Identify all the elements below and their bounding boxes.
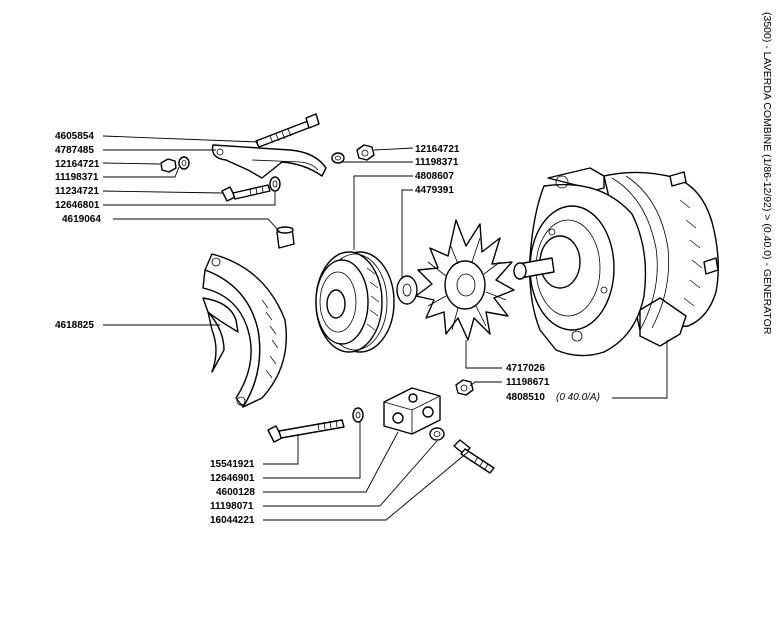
- label-4605854[interactable]: 4605854: [55, 131, 94, 142]
- spacer-4619064: [276, 226, 295, 249]
- label-4717026[interactable]: 4717026: [506, 363, 545, 374]
- label-11198371-right[interactable]: 11198371: [415, 157, 459, 168]
- washer-11198071: [429, 427, 445, 441]
- washer-4479391: [396, 275, 418, 305]
- nut-11198671: [455, 379, 474, 396]
- tension-bracket-4787485: [211, 144, 327, 179]
- label-16044221[interactable]: 16044221: [210, 515, 255, 526]
- label-4618825[interactable]: 4618825: [55, 320, 94, 331]
- label-11234721[interactable]: 11234721: [55, 186, 99, 197]
- label-15541921[interactable]: 15541921: [210, 459, 255, 470]
- label-4479391[interactable]: 4479391: [415, 185, 454, 196]
- label-4808607[interactable]: 4808607: [415, 171, 454, 182]
- label-12164721-left[interactable]: 12164721: [55, 159, 100, 170]
- long-bolt-4605854: [255, 113, 320, 148]
- bolt-11234721: [221, 184, 271, 202]
- label-12164721-right[interactable]: 12164721: [415, 144, 460, 155]
- label-12646801[interactable]: 12646801: [55, 200, 100, 211]
- diagram-title: (3500) - LAVERDA COMBINE (1/86-12/92) > …: [761, 12, 773, 335]
- bolt-16044221: [453, 439, 495, 474]
- label-4600128[interactable]: 4600128: [216, 487, 255, 498]
- pulley-4808607: [315, 251, 395, 353]
- washer-12646901: [352, 407, 364, 423]
- fan-4717026: [415, 219, 515, 341]
- label-12646901[interactable]: 12646901: [210, 473, 255, 484]
- nut-washer-right: [331, 144, 375, 164]
- bolt-15541921: [267, 419, 345, 443]
- mounting-block-4600128: [383, 387, 441, 435]
- fan-shroud-4618825: [202, 253, 288, 408]
- label-11198071[interactable]: 11198071: [210, 501, 254, 512]
- nut-washer-left: [160, 156, 190, 173]
- washer-12646801: [269, 176, 281, 192]
- label-4619064[interactable]: 4619064: [62, 214, 101, 225]
- alternator-4808510: [513, 167, 719, 357]
- label-4808510-note: (0 40.0/A): [556, 392, 600, 403]
- label-4787485[interactable]: 4787485: [55, 145, 94, 156]
- leader-lines: [102, 135, 668, 521]
- label-11198371-left[interactable]: 11198371: [55, 172, 99, 183]
- label-11198671[interactable]: 11198671: [506, 377, 550, 388]
- part-labels: 4605854 4787485 12164721 11198371 112347…: [55, 131, 600, 526]
- label-4808510[interactable]: 4808510: [506, 392, 545, 403]
